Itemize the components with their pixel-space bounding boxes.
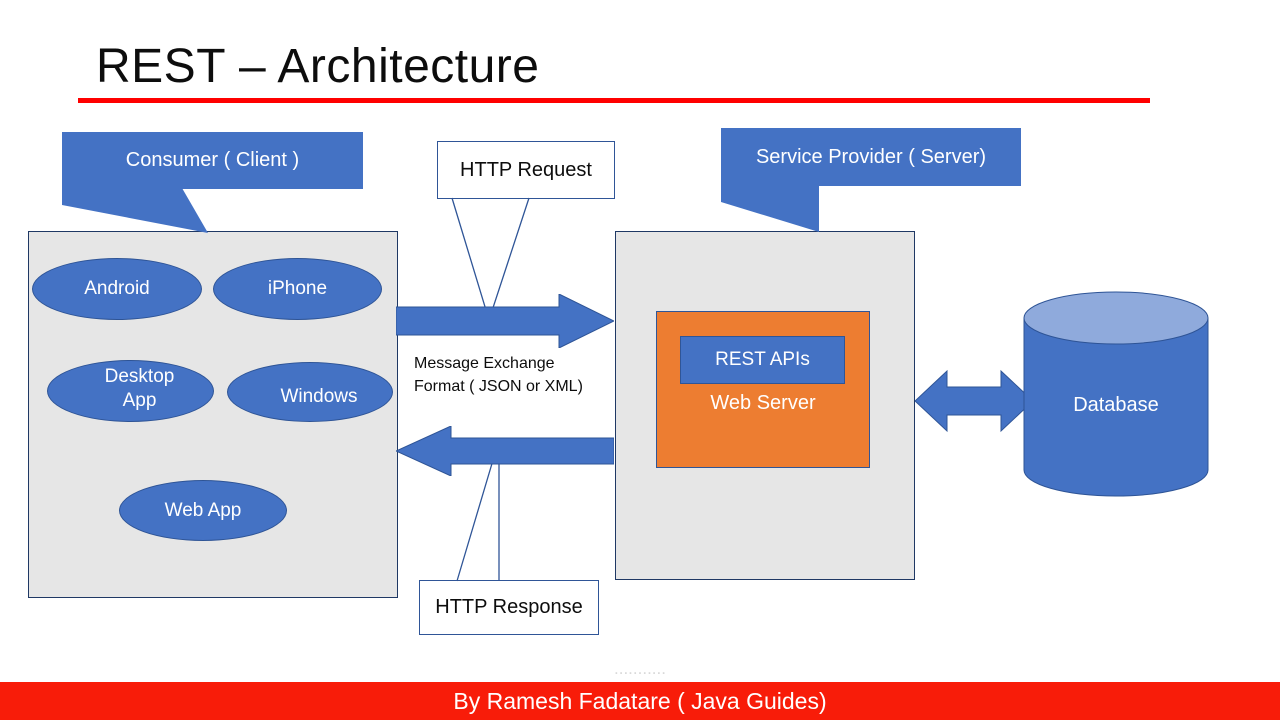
- request-arrow-icon: [396, 294, 614, 348]
- callout-service-provider-label: Service Provider ( Server): [755, 145, 987, 168]
- database-arrow-icon: [915, 369, 1033, 433]
- client-app-android-label: Android: [84, 278, 150, 299]
- client-app-windows-label: Windows: [280, 386, 358, 407]
- client-app-windows[interactable]: Windows: [227, 362, 393, 422]
- database-cylinder-icon[interactable]: [1023, 291, 1209, 497]
- callout-http-response-label: HTTP Response: [435, 596, 583, 618]
- callout-consumer-label: Consumer ( Client ): [125, 149, 300, 171]
- client-app-desktop-line1: Desktop: [104, 366, 175, 387]
- message-exchange-format-line1: Message Exchange: [414, 355, 555, 372]
- database-label: Database: [1073, 394, 1159, 416]
- rest-apis-box[interactable]: REST APIs: [680, 336, 845, 384]
- client-app-android[interactable]: Android: [32, 258, 202, 320]
- callout-consumer-tail-icon: [62, 188, 208, 233]
- client-app-desktop-label: Desktop App: [105, 365, 175, 413]
- message-exchange-format-line2: Format ( JSON or XML): [414, 378, 583, 395]
- footer-bar: [0, 682, 1280, 720]
- footer-attribution-label: By Ramesh Fadatare ( Java Guides): [453, 687, 827, 714]
- web-server-label: Web Server: [710, 392, 816, 414]
- footer-attribution: By Ramesh Fadatare ( Java Guides): [0, 682, 1280, 720]
- callout-consumer[interactable]: Consumer ( Client ): [62, 132, 363, 189]
- callout-http-request[interactable]: HTTP Request: [437, 141, 615, 199]
- footer-ghost-text: ...........: [614, 659, 666, 678]
- web-server-box[interactable]: [656, 311, 870, 468]
- client-app-iphone[interactable]: iPhone: [213, 258, 382, 320]
- client-app-webapp-label: Web App: [164, 499, 242, 521]
- client-app-webapp[interactable]: Web App: [119, 480, 287, 541]
- callout-service-provider[interactable]: Service Provider ( Server): [721, 128, 1021, 186]
- client-app-desktop[interactable]: Desktop App: [47, 360, 214, 422]
- callout-service-provider-tail-icon: [721, 185, 819, 232]
- callout-http-response[interactable]: HTTP Response: [419, 580, 599, 635]
- callout-http-request-label: HTTP Request: [460, 158, 592, 181]
- client-app-iphone-label: iPhone: [267, 278, 328, 299]
- response-arrow-icon: [396, 426, 614, 476]
- message-exchange-format-label: Message Exchange Format ( JSON or XML): [414, 352, 604, 398]
- client-app-desktop-line2: App: [122, 390, 157, 411]
- rest-apis-label: REST APIs: [715, 349, 810, 370]
- title-underline-rule: [78, 98, 1150, 103]
- page-title: REST – Architecture: [96, 40, 540, 93]
